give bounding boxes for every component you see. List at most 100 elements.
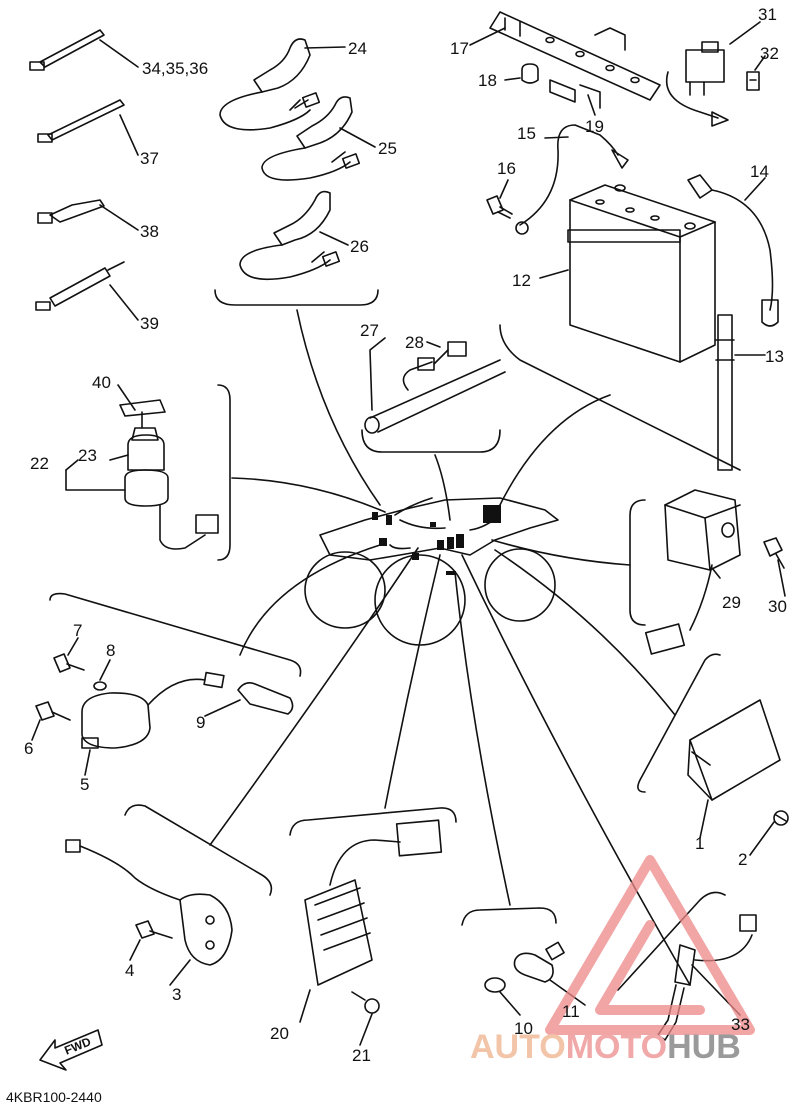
- key-40: [119, 399, 166, 429]
- leader-relay: [491, 539, 631, 566]
- callout-30: 30: [768, 597, 787, 616]
- callout-4: 4: [125, 961, 135, 980]
- bolt-21: [351, 991, 380, 1014]
- callout-3: 3: [172, 985, 182, 1004]
- callout-31: 31: [758, 5, 777, 24]
- watermark-part-3: HUB: [667, 1028, 741, 1066]
- cable-band-37: [37, 99, 125, 143]
- damper-18: [521, 63, 539, 84]
- bracket-harness-clip: [361, 429, 501, 453]
- bracket-battery: [499, 324, 741, 471]
- battery-12: [567, 184, 716, 363]
- watermark-part-1: AUTO: [470, 1028, 566, 1066]
- leader-rectifier: [384, 554, 441, 809]
- battery-bracket-17: [489, 11, 661, 101]
- bolt-16: [486, 195, 513, 219]
- callout-33: 33: [731, 1015, 750, 1034]
- leader-harness: [434, 454, 451, 521]
- callout-27: 27: [360, 321, 379, 340]
- cable-tie-39: [35, 261, 125, 311]
- callout-10: 10: [514, 1019, 533, 1038]
- leader-main-switch: [231, 477, 386, 513]
- callout-17: 17: [450, 39, 469, 58]
- callout-29: 29: [722, 593, 741, 612]
- callout-25: 25: [378, 139, 397, 158]
- callout-15: 15: [517, 124, 536, 143]
- leader-pickup-coil: [209, 547, 419, 846]
- bracket-cdi: [637, 653, 721, 793]
- neutral-switch-11: [513, 941, 565, 983]
- bracket-relay: [629, 499, 646, 626]
- cdi-unit-1: [687, 699, 781, 801]
- rectifier-20: [304, 819, 443, 986]
- starter-relay-31: [666, 41, 729, 127]
- callout-23: 23: [78, 446, 97, 465]
- callout-11: 11: [562, 1002, 580, 1021]
- callout-1: 1: [695, 834, 705, 853]
- clamp-38: [37, 199, 105, 224]
- atv-outline: [304, 497, 559, 646]
- connector-28: [417, 341, 467, 371]
- leader-thermo-switch: [461, 554, 691, 986]
- bracket-main-switch: [217, 384, 231, 561]
- callout-22: 22: [30, 454, 49, 473]
- callout-8: 8: [106, 641, 116, 660]
- bracket-pickup-coil: [124, 804, 273, 896]
- main-switch-assy-22: [124, 469, 219, 550]
- callout-16: 16: [497, 159, 516, 178]
- callout-20: 20: [270, 1024, 289, 1043]
- battery-lead-14: [687, 174, 779, 327]
- battery-bracket-19: [549, 79, 601, 109]
- bracket-rectifier: [289, 807, 457, 836]
- callout-7: 7: [73, 621, 83, 640]
- callout-19: 19: [585, 117, 604, 136]
- callout-38: 38: [140, 222, 159, 241]
- washer-8: [93, 681, 107, 691]
- relay-29: [644, 489, 741, 655]
- callout-34-35-36: 34,35,36: [142, 59, 209, 78]
- callout-5: 5: [80, 775, 90, 794]
- callout-39: 39: [140, 314, 159, 333]
- bolt-6: [35, 701, 71, 721]
- battery-lead-15: [515, 124, 629, 235]
- main-switch-23: [127, 427, 165, 471]
- bracket-ignition-coil: [49, 592, 302, 677]
- callout-6: 6: [24, 739, 34, 758]
- ignition-coil-5: [81, 671, 225, 749]
- pickup-coil-3: [65, 839, 233, 966]
- fwd-arrow-icon: [39, 1029, 103, 1071]
- bracket-spark-plug-caps: [214, 289, 379, 306]
- callout-18: 18: [478, 71, 497, 90]
- callout-12: 12: [512, 271, 531, 290]
- callout-28: 28: [405, 333, 424, 352]
- spark-plug-cap-25: [261, 96, 361, 181]
- callout-2: 2: [738, 850, 748, 869]
- bolt-4: [135, 920, 173, 939]
- leader-ignition-coil: [239, 544, 381, 656]
- chassis-harness-wires: [389, 497, 501, 550]
- cable-band-34: [29, 29, 105, 71]
- plug-cap-9: [237, 682, 294, 715]
- fuse-32: [746, 71, 760, 91]
- callout-9: 9: [196, 713, 206, 732]
- spark-plug-cap-24: [219, 38, 321, 131]
- callout-37: 37: [140, 149, 159, 168]
- breather-hose-13: [715, 314, 735, 471]
- bracket-neutral-switch: [461, 907, 557, 926]
- gasket-10: [484, 977, 506, 993]
- leader-spark-plug: [296, 309, 381, 506]
- callout-13: 13: [765, 347, 784, 366]
- callout-24: 24: [348, 39, 367, 58]
- bolt-7: [53, 653, 85, 673]
- callout-40: 40: [92, 373, 111, 392]
- leader-battery: [494, 394, 611, 516]
- bolt-30: [763, 537, 785, 569]
- watermark: AUTOMOTOHUB: [470, 1028, 741, 1067]
- spark-plug-cap-26: [239, 190, 341, 281]
- watermark-logo-icon: [545, 855, 755, 1035]
- callout-32: 32: [760, 44, 779, 63]
- leader-cdi: [494, 549, 676, 716]
- callout-14: 14: [750, 162, 769, 181]
- callout-26: 26: [350, 237, 369, 256]
